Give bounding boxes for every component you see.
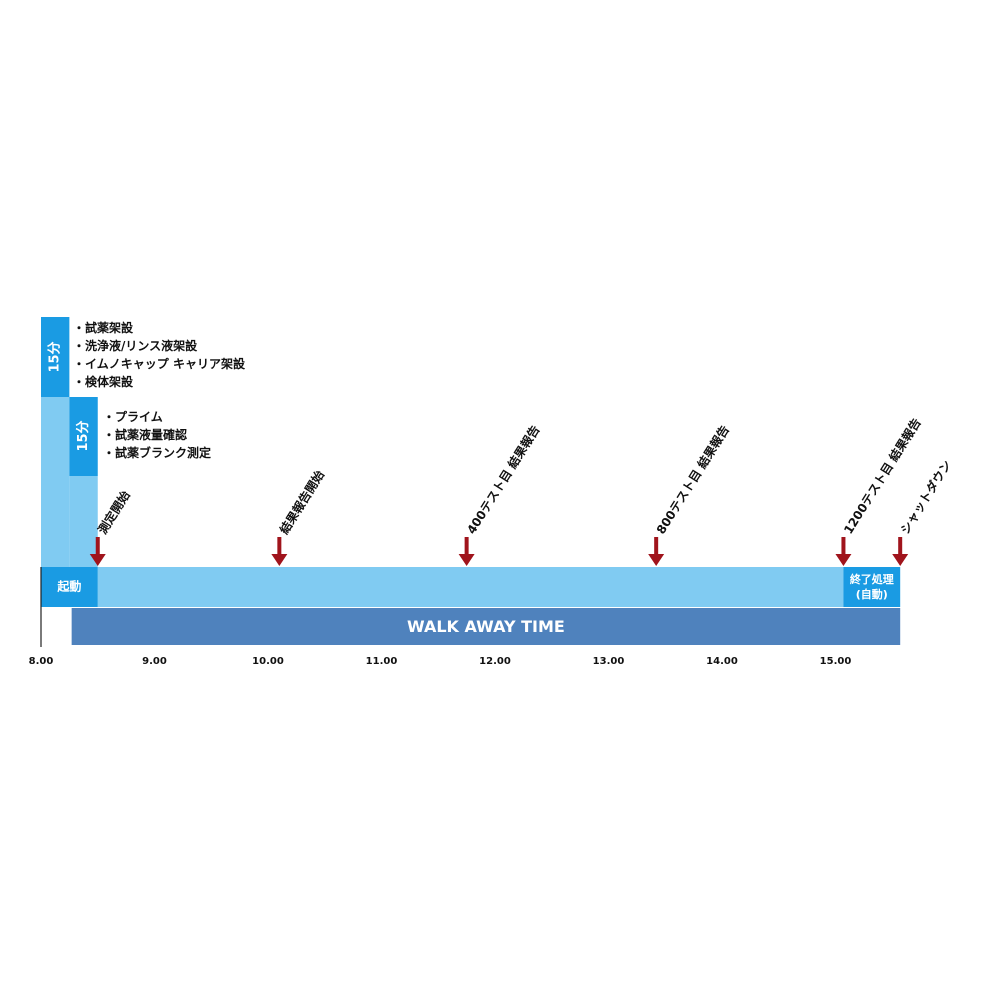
time-axis-tick-label: 14.00 (706, 656, 738, 667)
time-axis-tick-label: 12.00 (479, 656, 511, 667)
prep-phase-2-item: ・試薬液量確認 (103, 427, 187, 442)
prep-phase-1-item: ・イムノキャップ キャリア架設 (73, 356, 246, 371)
prep-phase-1-item: ・検体架設 (73, 374, 134, 389)
event-markers: 測定開始 結果報告開始 400テスト目 結果報告 800テスト目 結果報告 12… (89, 415, 954, 566)
event-marker: 400テスト目 結果報告 (458, 422, 543, 566)
end-process-label: 終了処理 (850, 572, 894, 586)
time-axis-tick-label: 11.00 (366, 656, 398, 667)
down-arrow-icon (835, 537, 852, 566)
down-arrow-icon (892, 537, 909, 566)
event-label: 測定開始 (95, 488, 133, 537)
prep-phase-2-block (69, 397, 98, 476)
time-axis-tick-label: 15.00 (820, 656, 852, 667)
event-marker: シャットダウン (892, 457, 954, 566)
startup-block (41, 567, 98, 607)
prep-phase-1-block (41, 317, 70, 397)
down-arrow-icon (648, 537, 665, 566)
prep-phase-1-item-list: ・試薬架設 ・洗浄液/リンス液架設 ・イムノキャップ キャリア架設 ・検体架設 (73, 320, 246, 389)
prep-phase-1-item: ・試薬架設 (73, 320, 134, 335)
event-label: 結果報告開始 (276, 468, 327, 537)
event-marker: 1200テスト目 結果報告 (835, 415, 924, 566)
walk-away-bar (71, 608, 901, 645)
prep-phase-2-item: ・プライム (103, 409, 163, 424)
time-axis-tick-label: 10.00 (252, 656, 284, 667)
down-arrow-icon (458, 537, 475, 566)
prep-phase-1-duration-label: 15分 (47, 341, 63, 372)
run-bar (97, 567, 844, 607)
event-label: シャットダウン (897, 457, 954, 536)
time-axis-tick-label: 8.00 (29, 656, 54, 667)
prep-phase-2-lower-column (69, 476, 98, 567)
prep-phase-2-item-list: ・プライム ・試薬液量確認 ・試薬ブランク測定 (103, 409, 211, 460)
event-marker: 結果報告開始 (271, 468, 327, 566)
event-label: 800テスト目 結果報告 (653, 422, 732, 536)
event-label: 400テスト目 結果報告 (463, 422, 542, 536)
end-process-block (843, 567, 901, 607)
time-axis-ticks: 8.00 9.00 10.00 11.00 12.00 13.00 14.00 … (29, 656, 852, 667)
down-arrow-icon (271, 537, 288, 566)
prep-phase-2-duration-label: 15分 (75, 420, 91, 451)
startup-label: 起動 (56, 579, 81, 594)
time-axis-tick-label: 9.00 (142, 656, 167, 667)
end-process-sublabel: (自動) (856, 587, 888, 601)
prep-phase-2-item: ・試薬ブランク測定 (103, 445, 211, 460)
down-arrow-icon (89, 537, 106, 566)
walk-away-label: WALK AWAY TIME (407, 617, 565, 636)
startup-column (41, 397, 70, 567)
prep-phase-1-item: ・洗浄液/リンス液架設 (73, 338, 198, 353)
event-marker: 800テスト目 結果報告 (648, 422, 732, 566)
time-axis-tick-label: 13.00 (593, 656, 625, 667)
